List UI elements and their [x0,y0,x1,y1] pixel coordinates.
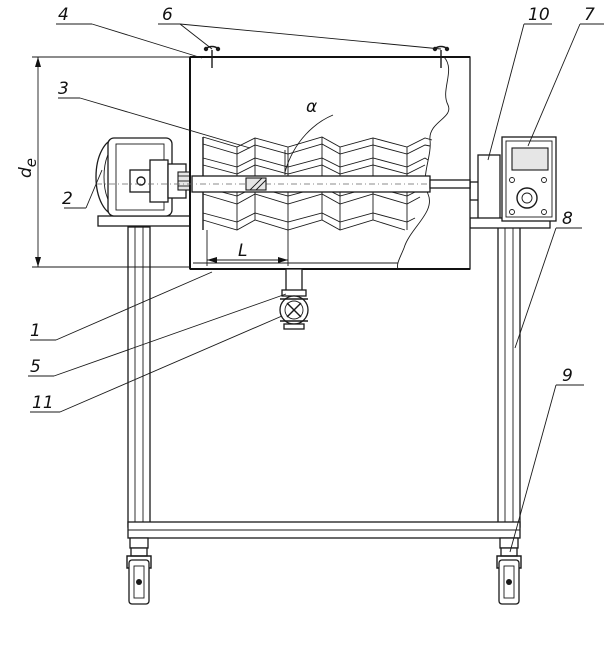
mixing-drum [189,56,471,270]
length-dimension [206,230,289,266]
angle-dimension [284,114,334,175]
control-panel [501,136,557,222]
lid-clamp-left [203,45,221,68]
callout-7: 7 [584,5,595,25]
leader-lines [28,23,604,553]
callout-5: 5 [30,357,41,377]
callout-4: 4 [58,5,69,25]
callout-2: 2 [62,189,73,209]
callout-1: 1 [30,321,41,341]
length-label: L [238,241,247,261]
callout-11: 11 [32,393,54,413]
left-leg [127,226,151,528]
right-caster [496,547,522,605]
diameter-dimension [32,56,190,268]
callout-9: 9 [562,366,573,386]
discharge-valve [279,268,309,330]
main-shaft [96,175,471,193]
callout-8: 8 [562,209,573,229]
angle-label: α [306,97,317,117]
support-frame [127,226,521,549]
drive-motor [95,137,193,227]
right-leg [497,226,521,528]
callout-3: 3 [58,79,69,99]
callout-6: 6 [162,5,173,25]
diameter-label: de [16,158,40,178]
callout-10: 10 [528,5,550,25]
left-caster [126,547,152,605]
